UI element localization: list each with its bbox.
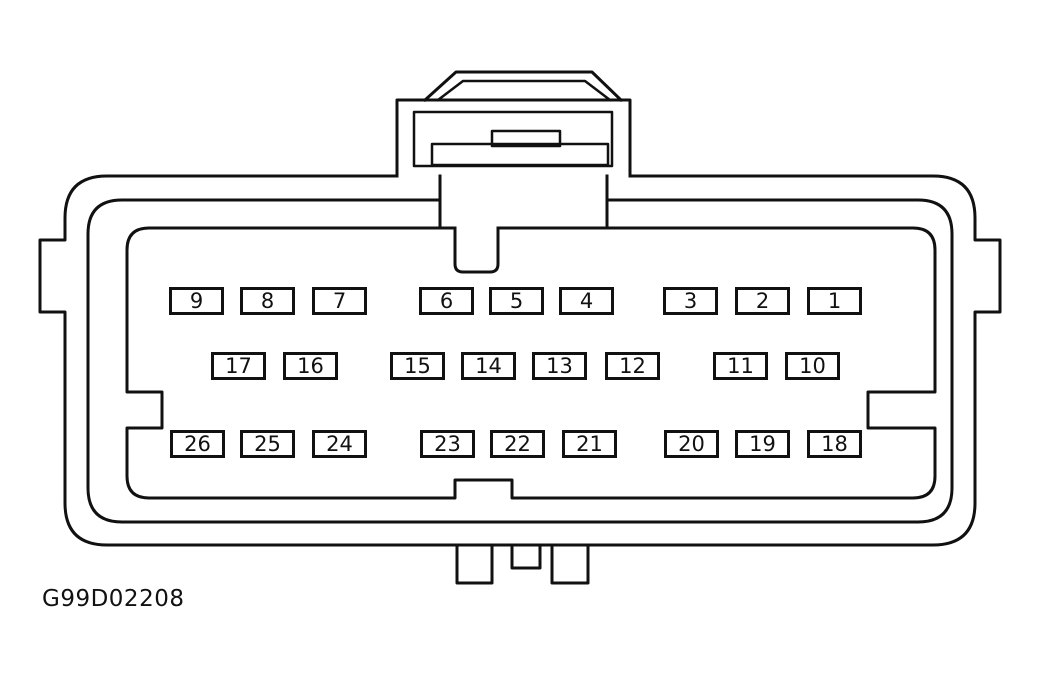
- inner-shell-outline: [86, 198, 954, 524]
- pin-13: 13: [532, 352, 587, 380]
- pin-6: 6: [419, 287, 474, 315]
- cavity-outline: [125, 226, 937, 500]
- pin-14: 14: [461, 352, 516, 380]
- pin-23: 23: [420, 430, 475, 458]
- latch-inner-rect: [412, 110, 614, 168]
- pin-17: 17: [211, 352, 266, 380]
- latch-wide-slot: [430, 142, 610, 167]
- pin-25: 25: [240, 430, 295, 458]
- pin-8: 8: [240, 287, 295, 315]
- pin-4: 4: [559, 287, 614, 315]
- pin-2: 2: [735, 287, 790, 315]
- pin-21: 21: [562, 430, 617, 458]
- figure-code-label: G99D02208: [42, 586, 185, 612]
- pin-11: 11: [713, 352, 768, 380]
- pin-26: 26: [170, 430, 225, 458]
- pin-9: 9: [169, 287, 224, 315]
- pin-1: 1: [807, 287, 862, 315]
- bottom-tab-middle: [510, 543, 542, 570]
- bottom-tab-right: [550, 543, 590, 585]
- center-key-tab-narrow: [453, 226, 500, 274]
- pin-5: 5: [489, 287, 544, 315]
- outer-shell-outline: [38, 174, 1002, 547]
- pin-16: 16: [283, 352, 338, 380]
- pin-7: 7: [312, 287, 367, 315]
- latch-trapezoid-outer: [422, 70, 624, 103]
- pin-18: 18: [807, 430, 862, 458]
- latch-trapezoid-inner: [436, 79, 612, 102]
- latch-small-slot: [490, 129, 562, 148]
- pin-20: 20: [664, 430, 719, 458]
- center-key-tab-sides: [438, 174, 609, 230]
- latch-housing-outline: [395, 98, 632, 178]
- pin-10: 10: [785, 352, 840, 380]
- pin-15: 15: [390, 352, 445, 380]
- pin-19: 19: [735, 430, 790, 458]
- bottom-tab-left: [455, 543, 494, 585]
- pin-24: 24: [312, 430, 367, 458]
- pin-22: 22: [490, 430, 545, 458]
- pin-3: 3: [663, 287, 718, 315]
- pin-12: 12: [605, 352, 660, 380]
